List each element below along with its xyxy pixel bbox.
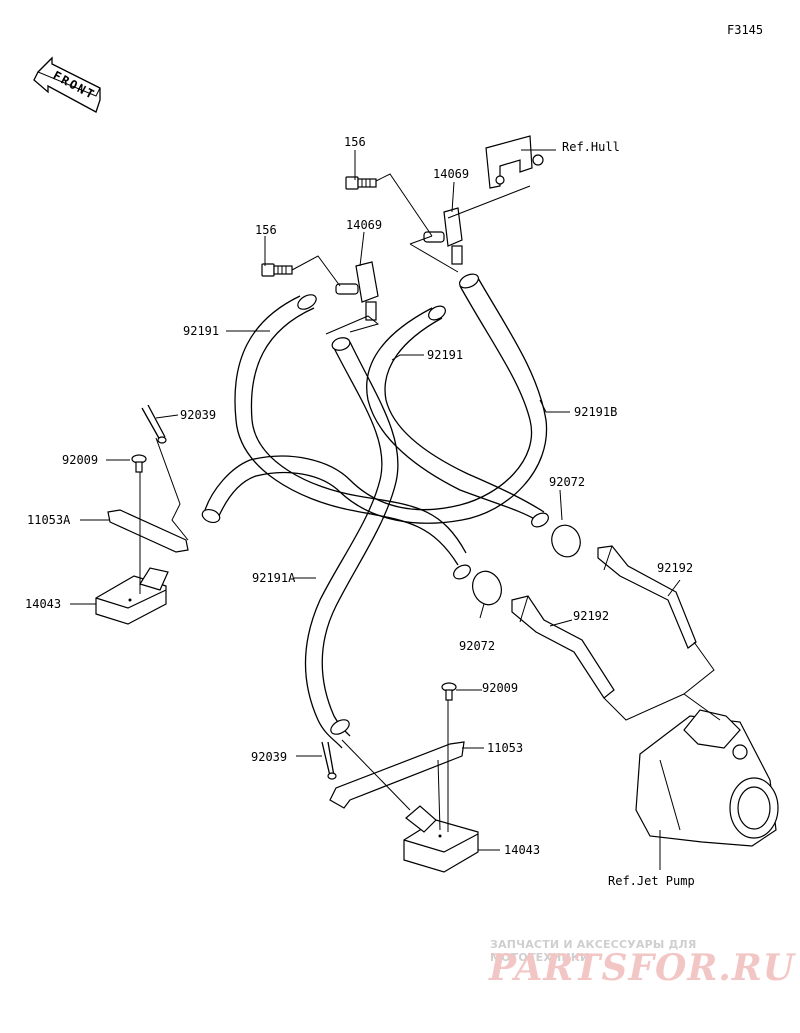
label-pin-92039-left: 92039 [180, 408, 216, 422]
bolt-156-lower [261, 263, 293, 277]
leader-lines [70, 149, 721, 870]
jet-pump [635, 709, 779, 847]
label-pipe-92192-right: 92192 [657, 561, 693, 575]
label-hose-92191-center: 92191 [427, 348, 463, 362]
watermark-tagline: ЗАПЧАСТИ И АКСЕССУАРЫ ДЛЯ МОТОТЕХНИКИ [490, 938, 697, 964]
bracket-11053a [107, 509, 189, 553]
strainer-14043-bottom [403, 805, 479, 873]
label-bracket-11053: 11053 [487, 741, 523, 755]
label-ref-hull: Ref.Hull [562, 140, 620, 154]
label-hose-92191b: 92191B [574, 405, 617, 419]
hose-92191a [304, 341, 399, 749]
label-clamp-92072-upper: 92072 [549, 475, 585, 489]
label-fitting-14069-lower: 14069 [346, 218, 382, 232]
label-screw-92009-bottom: 92009 [482, 681, 518, 695]
label-strainer-14043-left: 14043 [25, 597, 61, 611]
hose-92191-center [366, 307, 545, 523]
pin-92039-left [141, 404, 167, 444]
label-bolt-156-lower: 156 [255, 223, 277, 237]
label-fitting-14069-upper: 14069 [433, 167, 469, 181]
label-clamp-92072-lower: 92072 [459, 639, 495, 653]
strainer-14043-left [95, 567, 169, 625]
watermark-logo: PARTSFOR.RU [489, 947, 796, 989]
label-ref-jet-pump: Ref.Jet Pump [608, 874, 695, 888]
hose-92191-left [234, 295, 467, 566]
pin-92039-bottom [321, 741, 337, 780]
bracket-11053 [329, 741, 465, 809]
clamp-92072-upper [551, 524, 581, 558]
figure-id: F3145 [727, 23, 763, 37]
label-screw-92009-left: 92009 [62, 453, 98, 467]
fitting-14069-lower [335, 261, 379, 321]
screw-92009-left [131, 454, 147, 473]
label-bracket-11053a: 11053A [27, 513, 71, 527]
label-pipe-92192-center: 92192 [573, 609, 609, 623]
hose-92191b [204, 277, 548, 524]
label-strainer-14043-bottom: 14043 [504, 843, 540, 857]
label-bolt-156-upper: 156 [344, 135, 366, 149]
label-hose-92191-left: 92191 [183, 324, 219, 338]
bolt-156-upper [345, 176, 377, 190]
front-direction-arrow: FRONT [33, 56, 101, 113]
hull-bracket [485, 135, 544, 189]
clamp-92072-lower [472, 570, 502, 606]
pipe-92192-right [597, 545, 697, 649]
screw-92009-bottom [441, 682, 457, 701]
label-pin-92039-bottom: 92039 [251, 750, 287, 764]
pipe-92192-center [511, 595, 615, 699]
label-hose-92191a: 92191A [252, 571, 296, 585]
fitting-14069-upper [423, 207, 463, 265]
